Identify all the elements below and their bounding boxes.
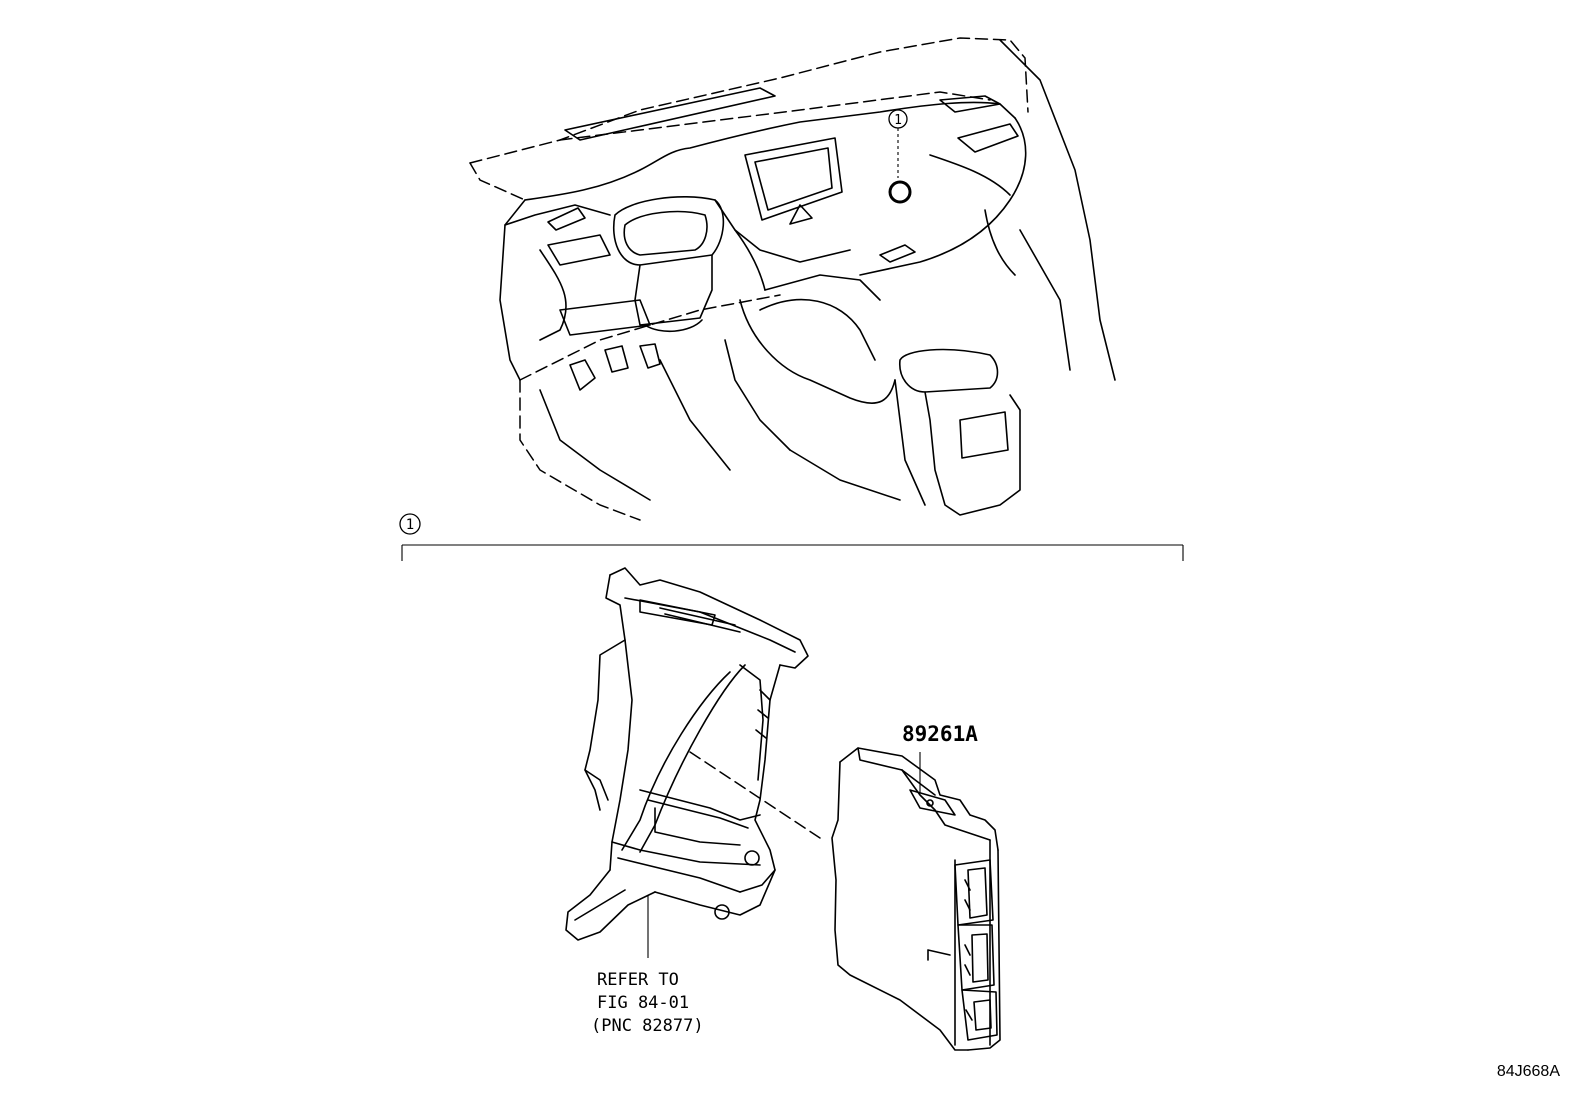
reference-line-1: REFER TO [597, 970, 679, 990]
dashboard-overview-drawing [469, 37, 1116, 521]
section-bracket [401, 544, 1184, 561]
part-number-label: 89261A [902, 722, 978, 746]
reference-line-3: (PNC 82877) [591, 1016, 704, 1036]
section-callout-marker: 1 [399, 513, 421, 535]
figure-code: 84J668A [1497, 1063, 1560, 1080]
callout-marker-top: 1 [888, 109, 908, 129]
reference-note: REFER TO FIG 84-01 (PNC 82877) [591, 970, 704, 1036]
callout-number-top: 1 [894, 113, 902, 128]
mounting-bracket-drawing [565, 567, 809, 941]
reference-line-2: FIG 84-01 [597, 993, 689, 1013]
mounting-dashed-line [689, 751, 821, 839]
callout-number-section: 1 [406, 517, 414, 533]
control-module-drawing [831, 747, 1001, 1051]
